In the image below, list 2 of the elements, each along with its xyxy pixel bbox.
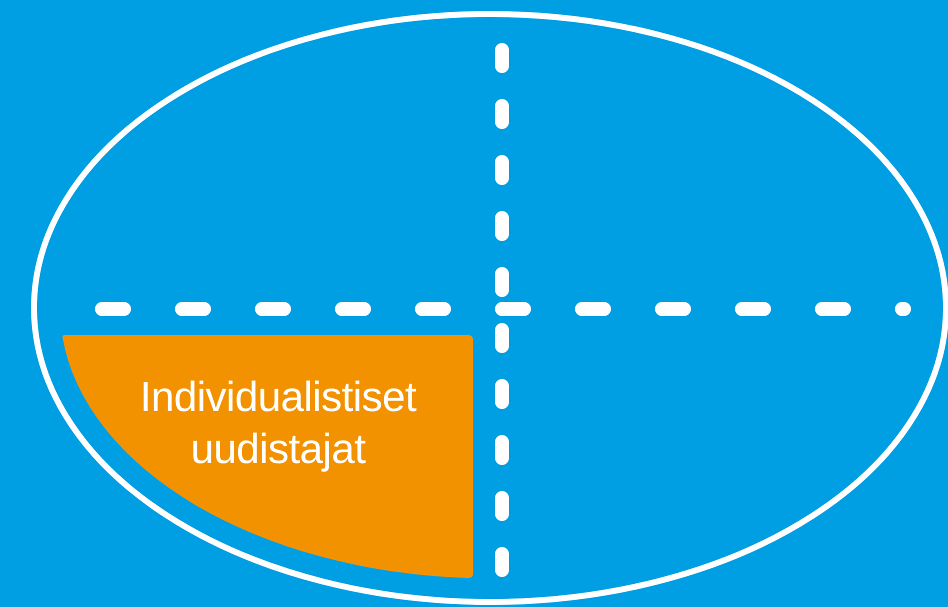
quadrant-segment: [60, 333, 476, 581]
segment-label: Individualistiset uudistajat: [138, 372, 418, 474]
